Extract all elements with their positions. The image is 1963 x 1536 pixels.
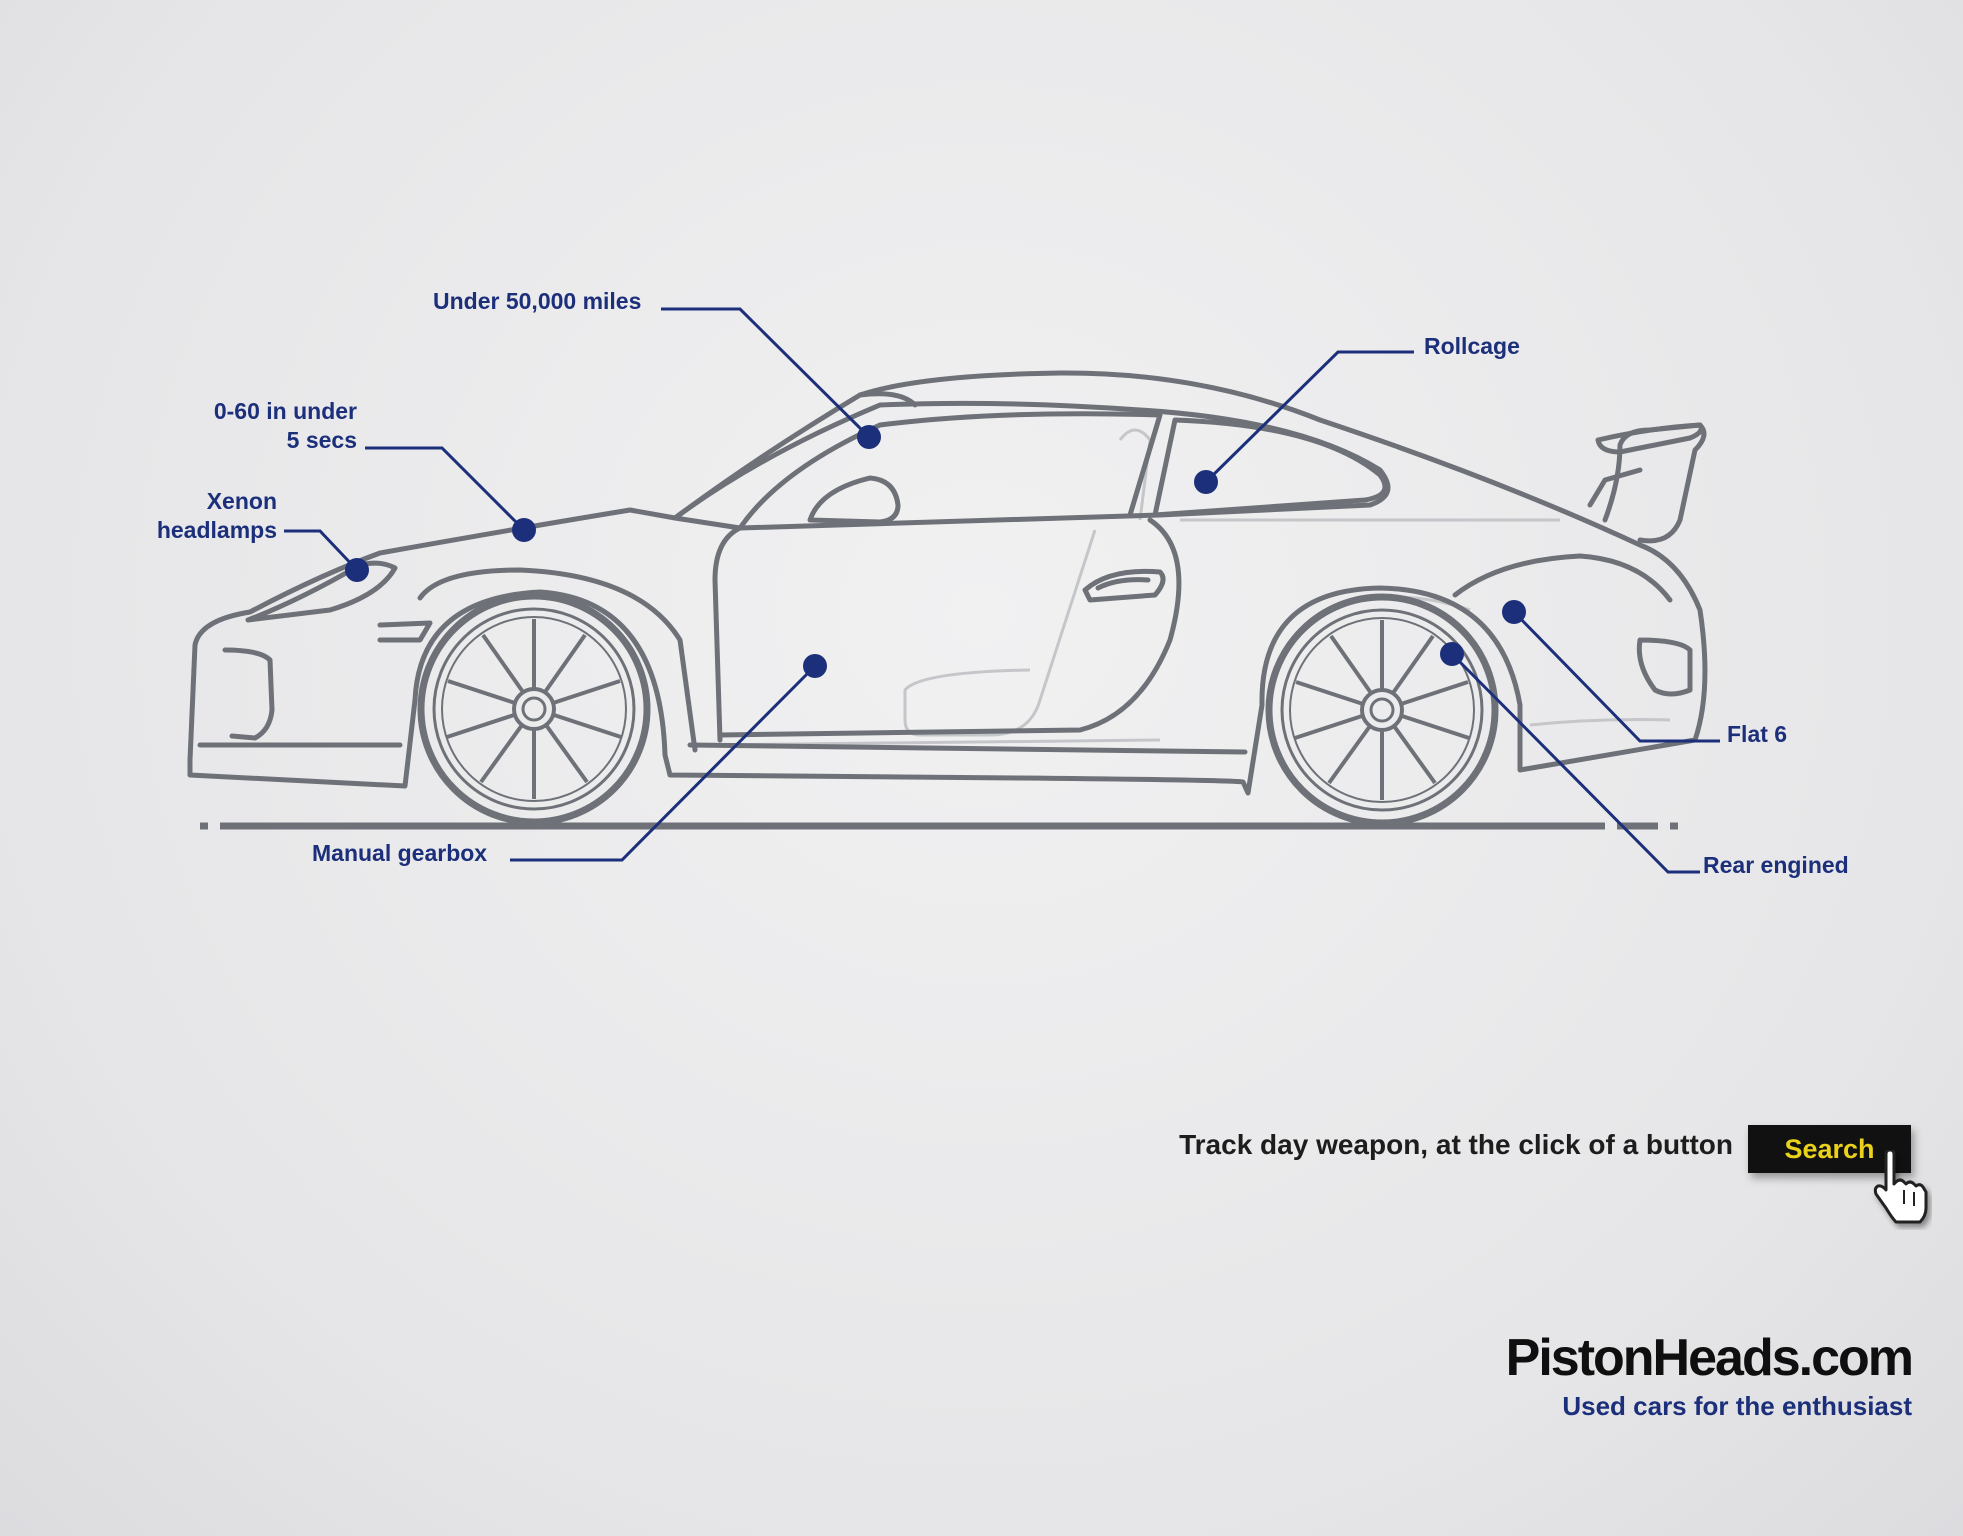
callout-dots <box>345 425 1526 678</box>
dot-flat6 <box>1502 600 1526 624</box>
brand-tagline: Used cars for the enthusiast <box>1562 1391 1912 1421</box>
leader-acceleration <box>365 446 526 532</box>
callout-headlamps: Xenon headlamps <box>120 487 277 545</box>
car-interior-lines <box>699 428 1671 747</box>
callout-acceleration-line1: 0-60 in under <box>213 398 357 424</box>
callout-flat6: Flat 6 <box>1727 721 1788 747</box>
search-button[interactable]: Search <box>1748 1125 1911 1173</box>
leader-flat6 <box>1512 610 1720 743</box>
dot-acceleration <box>512 518 536 542</box>
dot-mileage <box>857 425 881 449</box>
callout-leaders <box>284 307 1720 874</box>
dot-headlamps <box>345 558 369 582</box>
callout-rear-engined: Rear engined <box>1703 852 1849 878</box>
leader-rollcage <box>1204 350 1414 484</box>
dot-rollcage <box>1194 470 1218 494</box>
leader-gearbox <box>510 664 817 862</box>
leader-rear-engined <box>1450 652 1700 874</box>
rear-wheel <box>1265 593 1499 827</box>
callout-headlamps-line2: headlamps <box>156 517 277 543</box>
front-wheel <box>417 592 651 826</box>
callout-gearbox: Manual gearbox <box>312 840 488 866</box>
car-outline <box>187 370 1708 796</box>
callout-mileage: Under 50,000 miles <box>433 288 642 314</box>
brand-logo: PistonHeads.com <box>1505 1329 1914 1387</box>
leader-mileage <box>661 307 871 439</box>
callout-headlamps-line1: Xenon <box>206 488 277 514</box>
callout-acceleration: 0-60 in under 5 secs <box>150 397 357 455</box>
hand-pointer-icon <box>1873 1150 1928 1224</box>
callout-rollcage: Rollcage <box>1424 333 1520 359</box>
callout-acceleration-line2: 5 secs <box>286 427 357 453</box>
dot-gearbox <box>803 654 827 678</box>
cta-tagline: Track day weapon, at the click of a butt… <box>1179 1129 1733 1160</box>
dot-rear-engined <box>1440 642 1464 666</box>
leader-headlamps <box>284 529 359 572</box>
